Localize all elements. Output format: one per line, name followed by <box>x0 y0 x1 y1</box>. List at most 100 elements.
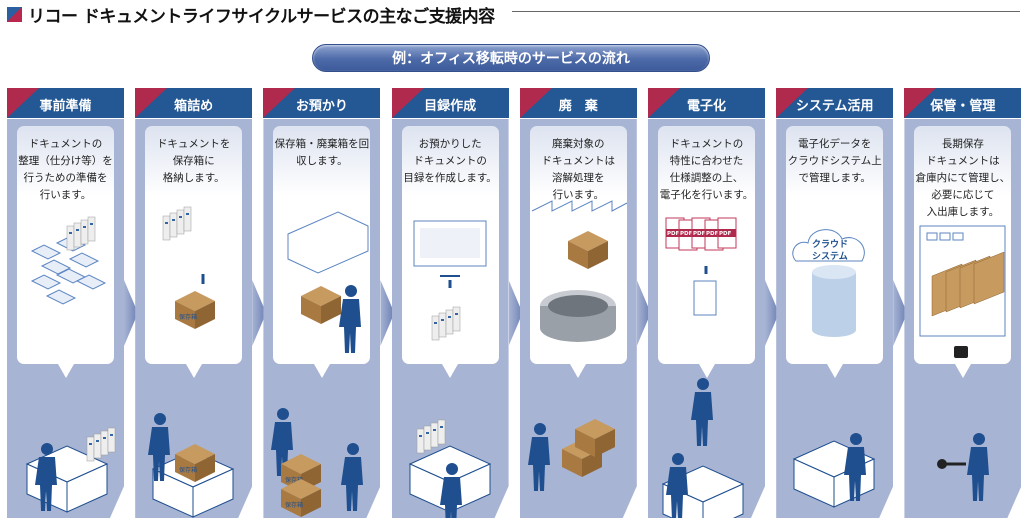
factory-icon <box>531 200 627 212</box>
step-illustration <box>287 211 369 353</box>
step-illustration: クラウドシステム <box>792 229 865 337</box>
step-label: システム活用 <box>795 99 874 114</box>
step-illustration <box>531 200 627 342</box>
step-header: 事前準備 <box>7 88 124 118</box>
title-rule <box>512 11 1020 12</box>
step-column: お預かり 保存箱・廃棄箱を回 収します。 保存箱保存箱 <box>263 88 381 518</box>
document-stacks-icon <box>30 236 107 305</box>
person-icon <box>35 443 57 511</box>
person-icon <box>439 463 462 518</box>
step-label: お預かり <box>295 99 348 114</box>
svg-text:PDF: PDF <box>719 231 732 237</box>
key-icon <box>937 459 967 469</box>
binders-icon <box>86 427 116 462</box>
callout-pointer <box>698 364 715 378</box>
svg-text:保存箱: 保存箱 <box>285 501 303 509</box>
step-label: 箱詰め <box>174 99 214 114</box>
step-body: 電子化データを クラウドシステム上 で管理します。 クラウドシステム <box>776 119 894 518</box>
step-label: 目録作成 <box>424 99 477 114</box>
binders-icon <box>431 306 460 341</box>
svg-text:保存箱: 保存箱 <box>179 466 197 474</box>
cloud-icon: クラウドシステム <box>792 229 865 262</box>
step-scene-illustration: 保存箱 <box>148 413 235 518</box>
svg-text:PDF: PDF <box>693 231 706 237</box>
step-illustration <box>413 220 487 341</box>
step-scene-illustration <box>527 419 615 491</box>
step-callout: 保存箱・廃棄箱を回 収します。 <box>273 126 371 378</box>
step-header: 保管・管理 <box>904 88 1022 118</box>
paper-stack-icon <box>693 280 717 316</box>
svg-text:PDF: PDF <box>667 231 680 237</box>
binders-icon <box>162 206 192 241</box>
storage-box-icon <box>567 231 608 269</box>
step-body: お預かりした ドキュメントの 目録を作成します。 <box>391 119 509 518</box>
person-icon <box>341 443 364 511</box>
truck-icon <box>287 211 369 274</box>
step-description: ドキュメントの 特性に合わせた 仕様調整の上、 電子化を行います。 <box>659 138 754 201</box>
callout-pointer <box>570 364 587 378</box>
warehouse-icon <box>919 225 1006 358</box>
step-body: 廃棄対象の ドキュメントは 溶解処理を 行います。 <box>519 119 637 518</box>
step-description: ドキュメントを 保存箱に 格納します。 <box>156 138 231 184</box>
step-header: 電子化 <box>648 88 765 118</box>
step-description: 電子化データを クラウドシステム上 で管理します。 <box>787 138 882 184</box>
step-description: お預かりした ドキュメントの 目録を作成します。 <box>403 138 497 184</box>
step-column: 電子化 ドキュメントの 特性に合わせた 仕様調整の上、 電子化を行います。 PD… <box>648 88 765 518</box>
step-column: システム活用 電子化データを クラウドシステム上 で管理します。 クラウドシステ… <box>776 88 894 518</box>
step-callout: お預かりした ドキュメントの 目録を作成します。 <box>401 126 499 378</box>
step-body: 長期保存 ドキュメントは 倉庫内にて管理し、 必要に応じて 入出庫します。 <box>904 119 1022 518</box>
step-description: 保存箱・廃棄箱を回 収します。 <box>274 138 370 167</box>
step-callout: 廃棄対象の ドキュメントは 溶解処理を 行います。 <box>529 126 627 378</box>
step-scene-illustration <box>25 427 116 513</box>
step-description: ドキュメントの 整理（仕分け等）を 行うための準備を 行います。 <box>18 138 113 201</box>
person-icon <box>691 378 713 446</box>
step-body: 保存箱・廃棄箱を回 収します。 保存箱保存箱 <box>263 119 381 518</box>
storage-box-icon: 保存箱 <box>175 444 216 482</box>
svg-text:クラウド: クラウド <box>812 239 848 250</box>
person-icon <box>148 413 171 481</box>
callout-pointer <box>442 364 459 378</box>
step-column: 保管・管理 長期保存 ドキュメントは 倉庫内にて管理し、 必要に応じて 入出庫し… <box>904 88 1022 518</box>
page-title: リコー ドキュメントライフサイクルサービスの主なご支援内容 <box>7 3 495 27</box>
svg-text:保存箱: 保存箱 <box>179 313 197 321</box>
step-description: 長期保存 ドキュメントは 倉庫内にて管理し、 必要に応じて 入出庫します。 <box>915 138 1011 218</box>
step-label: 事前準備 <box>39 99 92 114</box>
binders-icon <box>416 419 445 454</box>
step-column: 箱詰め ドキュメントを 保存箱に 格納します。 保存箱 保存箱 <box>135 88 253 518</box>
step-header: 廃 棄 <box>519 88 637 118</box>
storage-box-icon <box>574 419 615 457</box>
storage-box-icon <box>301 286 342 324</box>
person-icon <box>339 285 362 353</box>
step-illustration: 保存箱 <box>162 206 216 329</box>
step-scene-illustration <box>408 419 491 518</box>
person-icon <box>666 453 688 518</box>
step-callout: 電子化データを クラウドシステム上 で管理します。 クラウドシステム <box>786 126 884 378</box>
step-label: 廃 棄 <box>558 99 598 114</box>
callout-pointer <box>826 364 843 378</box>
step-description: 廃棄対象の ドキュメントは 溶解処理を 行います。 <box>541 138 616 201</box>
callout-pointer <box>57 364 74 378</box>
svg-text:PDF: PDF <box>680 231 693 237</box>
svg-text:システム: システム <box>812 251 848 262</box>
flow-banner: 例：オフィス移転時のサービスの流れ <box>312 44 710 72</box>
dissolving-tank-icon <box>539 290 616 342</box>
step-scene-illustration <box>792 433 876 508</box>
svg-text:保存箱: 保存箱 <box>285 476 303 484</box>
step-illustration <box>30 216 107 305</box>
svg-text:PDF: PDF <box>706 231 719 237</box>
person-icon <box>844 433 867 501</box>
step-header: お預かり <box>263 88 381 118</box>
step-callout: ドキュメントの 整理（仕分け等）を 行うための準備を 行います。 <box>17 126 114 378</box>
step-header: 箱詰め <box>135 88 253 118</box>
callout-pointer <box>313 364 330 378</box>
step-column: 目録作成 お預かりした ドキュメントの 目録を作成します。 <box>391 88 509 518</box>
person-icon <box>527 423 550 491</box>
step-column: 事前準備 ドキュメントの 整理（仕分け等）を 行うための準備を 行います。 <box>7 88 124 518</box>
step-column: 廃 棄 廃棄対象の ドキュメントは 溶解処理を 行います。 <box>519 88 637 518</box>
step-label: 保管・管理 <box>930 99 996 114</box>
